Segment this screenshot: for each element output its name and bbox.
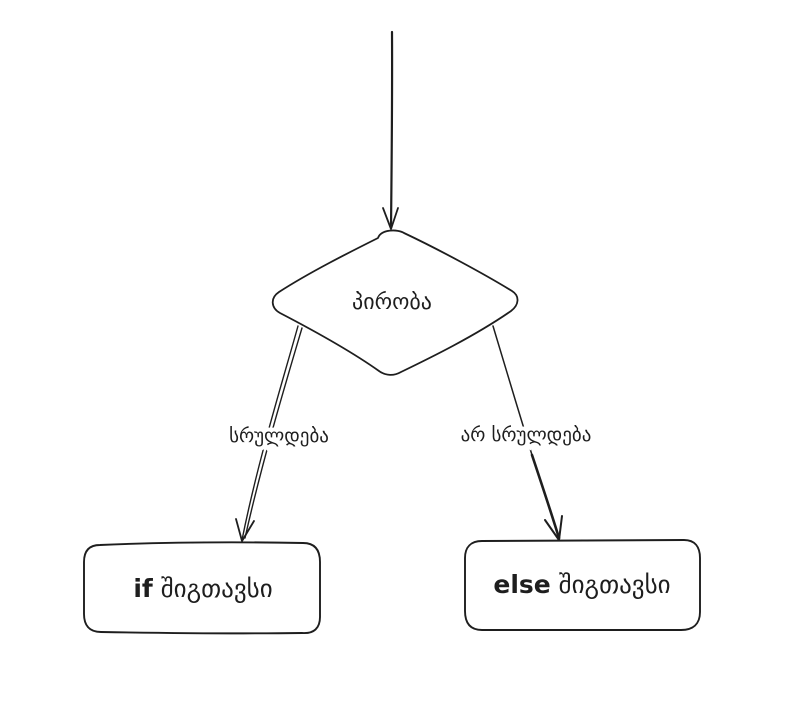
else-body-box: else შიგთავსი: [464, 539, 701, 631]
else-body-label: შიგთავსი: [551, 570, 671, 599]
if-body-text: if შიგთავსი: [133, 574, 272, 603]
else-keyword: else: [493, 570, 550, 599]
false-branch-label: არ სრულდება: [461, 424, 592, 446]
true-branch-arrow: [235, 325, 303, 542]
entry-arrow: [382, 30, 399, 230]
if-body-label: შიგთავსი: [153, 574, 273, 603]
if-body-box: if შიგთავსი: [83, 541, 321, 635]
decision-label: პირობა: [352, 290, 432, 315]
true-branch-label: სრულდება: [229, 425, 329, 447]
decision-diamond: პირობა: [271, 229, 519, 376]
else-body-text: else შიგთავსი: [493, 570, 670, 599]
if-keyword: if: [133, 574, 154, 603]
